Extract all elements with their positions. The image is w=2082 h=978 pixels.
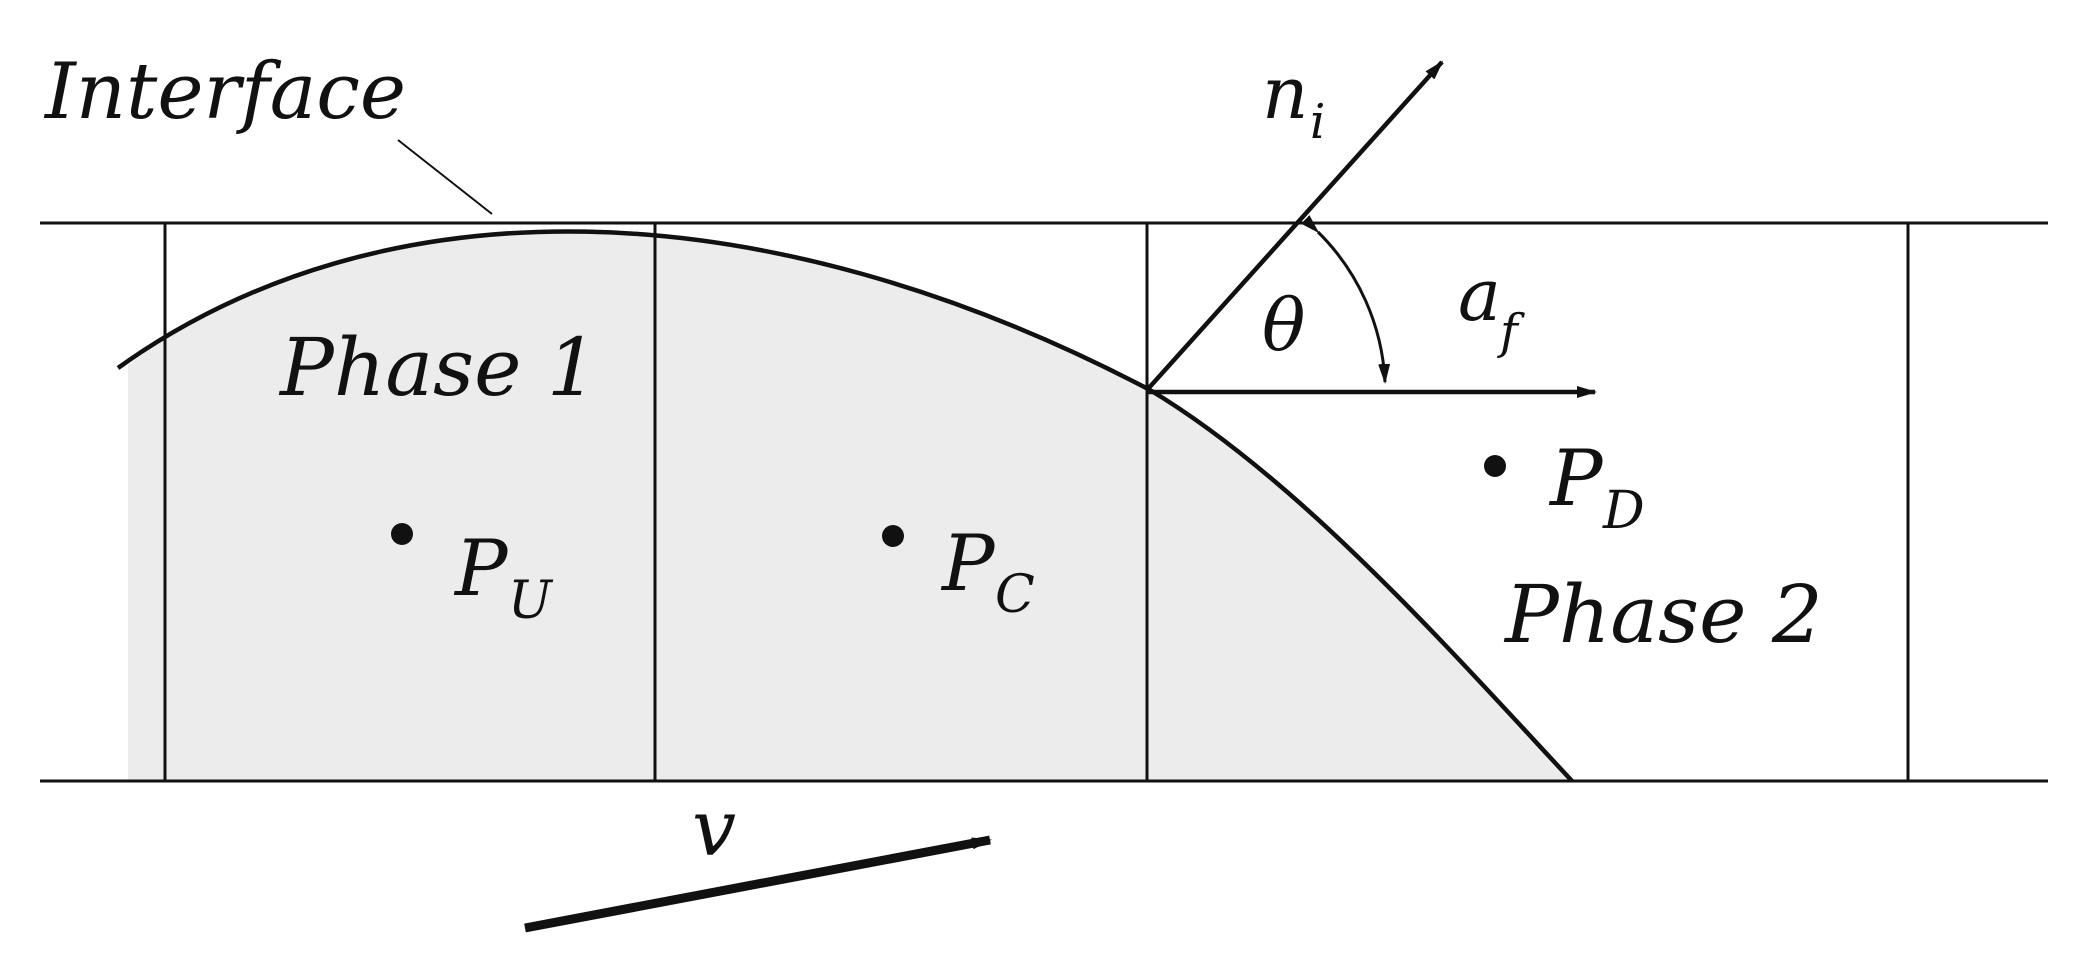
central-point-label: P C	[940, 519, 1035, 625]
interface-leader-line	[397, 139, 493, 215]
phase1-region	[128, 231, 1572, 782]
upwind-point-dot	[391, 523, 413, 545]
face-vector-label: a f	[1458, 253, 1525, 360]
downwind-point-dot	[1484, 455, 1506, 477]
svg-text:D: D	[1602, 481, 1645, 541]
angle-label: θ	[1262, 283, 1305, 367]
phase1-label: Phase 1	[278, 321, 598, 414]
velocity-label: v	[692, 784, 736, 874]
downwind-point-label: P D	[1548, 434, 1645, 541]
phase2-label: Phase 2	[1503, 568, 1823, 661]
upwind-point-label: P U	[453, 524, 554, 631]
normal-vector-arrow	[1145, 60, 1444, 392]
svg-text:C: C	[995, 565, 1035, 625]
angle-arc	[1300, 215, 1391, 384]
svg-text:f: f	[1497, 304, 1525, 360]
svg-text:n: n	[1262, 51, 1308, 135]
interface-label: Interface	[43, 47, 406, 137]
svg-text:P: P	[940, 519, 996, 609]
interface-curve	[116, 229, 1574, 783]
svg-text:i: i	[1310, 94, 1325, 150]
central-point-dot	[882, 525, 904, 547]
svg-text:a: a	[1458, 253, 1501, 337]
svg-text:P: P	[453, 524, 509, 614]
normal-vector-label: n i	[1262, 51, 1325, 150]
svg-text:U: U	[508, 571, 554, 631]
svg-text:P: P	[1548, 434, 1604, 524]
velocity-arrow	[524, 835, 992, 933]
